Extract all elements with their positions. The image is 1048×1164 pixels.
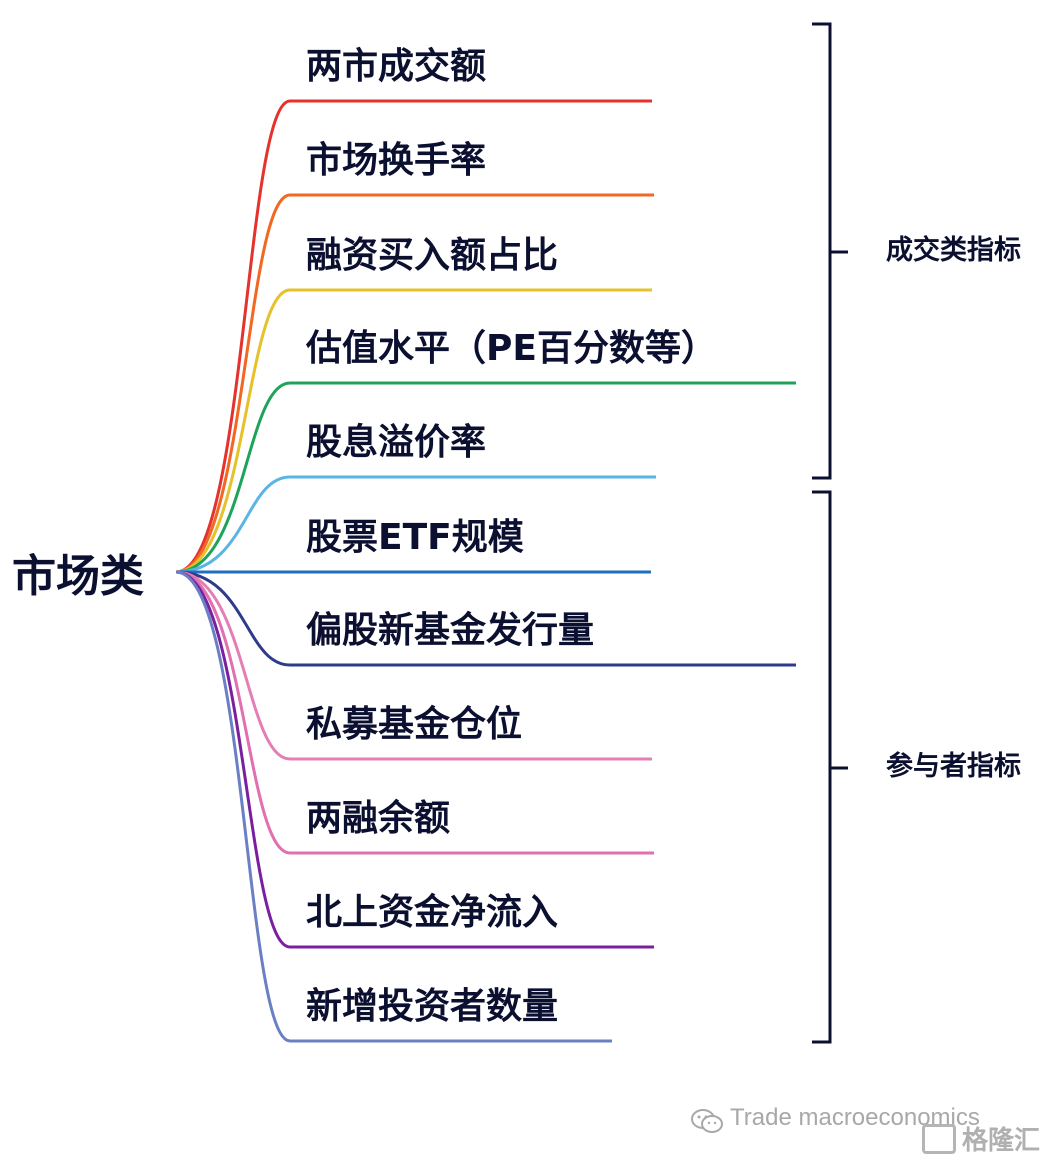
branch-line-10 bbox=[175, 570, 654, 949]
branch-line-8 bbox=[175, 570, 652, 761]
logo-icon bbox=[922, 1124, 956, 1154]
branch-label-1: 两市成交额 bbox=[306, 46, 487, 87]
branch-line-7 bbox=[175, 570, 796, 667]
logo-text: 格隆汇 bbox=[962, 1126, 1041, 1156]
branch-label-11: 新增投资者数量 bbox=[306, 986, 559, 1027]
branch-line-9 bbox=[175, 570, 654, 855]
brand-logo: 格隆汇 bbox=[922, 1120, 1042, 1156]
root-node-label: 市场类 bbox=[12, 551, 144, 602]
branch-line-1 bbox=[175, 99, 652, 574]
branch-label-6: 股票ETF规模 bbox=[306, 517, 524, 558]
branch-line-4 bbox=[175, 381, 796, 574]
group-label-participants: 参与者指标 bbox=[886, 751, 1021, 782]
group-label-trading: 成交类指标 bbox=[886, 235, 1021, 266]
bracket-trading-indicators bbox=[812, 22, 848, 480]
branch-label-9: 两融余额 bbox=[306, 798, 451, 839]
bracket-participant-indicators bbox=[812, 490, 848, 1044]
branch-label-8: 私募基金仓位 bbox=[306, 704, 523, 745]
branch-line-2 bbox=[175, 193, 654, 574]
branch-line-11 bbox=[175, 570, 612, 1043]
wechat-icon bbox=[691, 1109, 723, 1133]
branch-label-4: 估值水平（PE百分数等） bbox=[306, 328, 717, 369]
branch-line-3 bbox=[175, 288, 652, 574]
branch-label-5: 股息溢价率 bbox=[306, 422, 487, 463]
branch-label-10: 北上资金净流入 bbox=[306, 892, 559, 933]
branch-label-7: 偏股新基金发行量 bbox=[306, 610, 595, 651]
branch-label-2: 市场换手率 bbox=[306, 140, 487, 181]
branch-label-3: 融资买入额占比 bbox=[306, 235, 559, 276]
branch-line-5 bbox=[175, 475, 656, 574]
